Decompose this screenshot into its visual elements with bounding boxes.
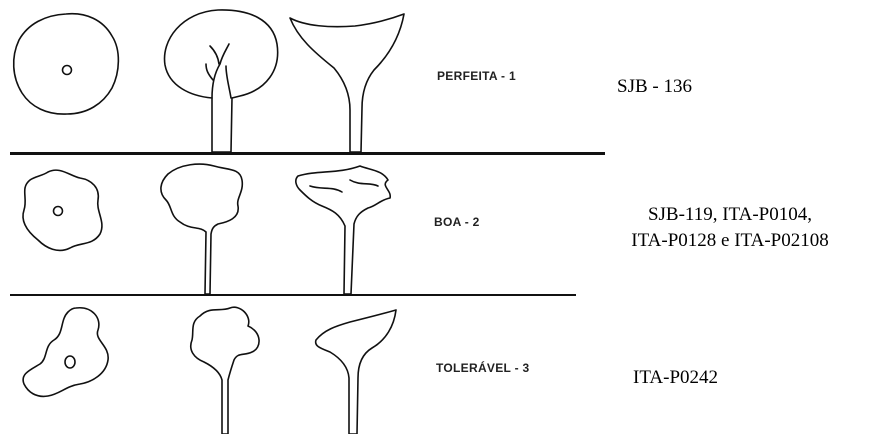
row2-crown-top-view: [23, 170, 102, 250]
clone-text: ITA-P0128 e ITA-P02108: [590, 228, 870, 254]
row1-crown-top-view: [14, 14, 119, 114]
row3-tree-side-view: [191, 307, 259, 434]
row3-crown-top-view: [23, 308, 108, 397]
class-label-boa: BOA - 2: [434, 215, 480, 229]
row1-tree-side-view: [165, 10, 278, 152]
row2-tree-crown-shape: [296, 166, 390, 294]
clones-row-2: SJB-119, ITA-P0104, ITA-P0128 e ITA-P021…: [590, 202, 870, 254]
row-divider-1: [10, 152, 605, 155]
clone-text: ITA-P0242: [633, 365, 718, 391]
row2-tree-side-view: [161, 164, 242, 294]
row1-tree-crown-shape: [290, 14, 404, 152]
class-label-perfeita: PERFEITA - 1: [437, 69, 516, 83]
clones-row-3: ITA-P0242: [633, 365, 718, 391]
clone-text: SJB - 136: [617, 74, 692, 100]
clones-row-1: SJB - 136: [617, 74, 692, 100]
clone-text: SJB-119, ITA-P0104,: [590, 202, 870, 228]
class-label-toleravel: TOLERÁVEL - 3: [436, 361, 529, 375]
row-divider-2: [10, 294, 576, 296]
row3-tree-crown-shape: [316, 310, 396, 434]
